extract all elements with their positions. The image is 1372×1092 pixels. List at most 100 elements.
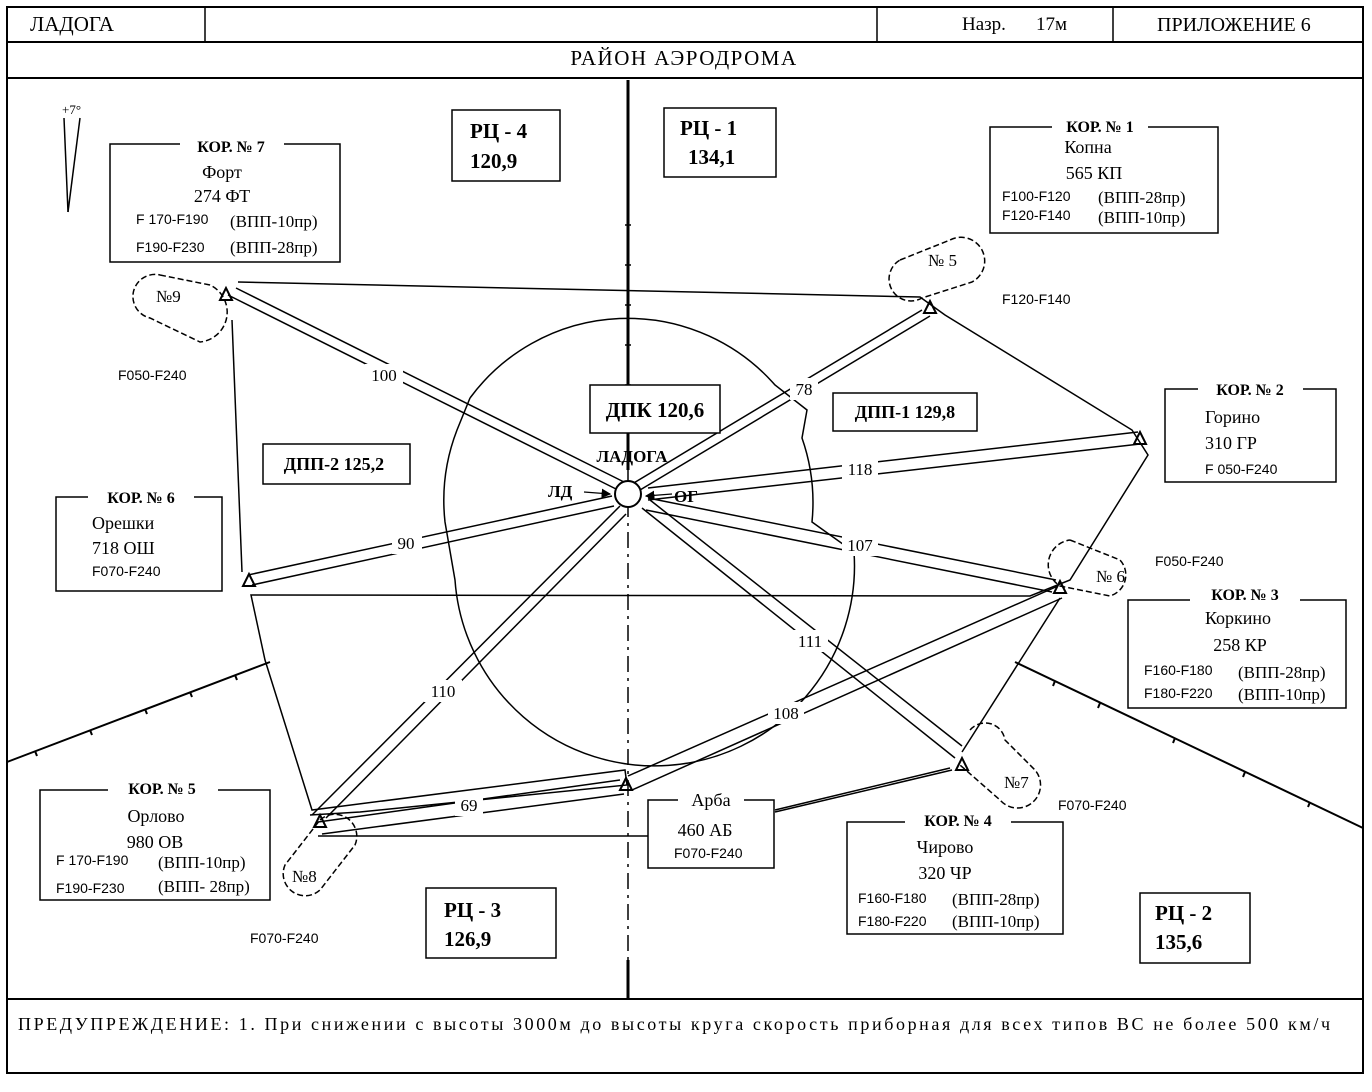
- waypoint-kor5: [312, 812, 328, 828]
- header-naz-label: Назр.: [962, 14, 1006, 35]
- warning-text: ПРЕДУПРЕЖДЕНИЕ: 1. При снижении с высоты…: [18, 1014, 1330, 1034]
- hold-9: [132, 273, 228, 343]
- svg-text:ДПП-1 129,8: ДПП-1 129,8: [855, 402, 955, 422]
- kor1-box: КОР. № 1 Копна 565 КП F100-F120 (ВПП-28п…: [989, 116, 1219, 234]
- track-69: 69: [461, 796, 478, 815]
- kor2-box: КОР. № 2 Горино 310 ГР F 050-F240: [1164, 379, 1337, 483]
- svg-text:(ВПП-28пр): (ВПП-28пр): [1238, 663, 1325, 682]
- kor3-box: КОР. № 3 Коркино 258 КР F160-F180 (ВПП-2…: [1127, 586, 1347, 709]
- svg-text:РЦ - 4: РЦ - 4: [470, 119, 528, 143]
- svg-text:F190-F230: F190-F230: [136, 239, 205, 255]
- track-118: 118: [848, 460, 873, 479]
- svg-text:ДПП-2 125,2: ДПП-2 125,2: [284, 454, 384, 474]
- outer-frame: [6, 6, 1364, 1074]
- hold-levels-6: F050-F240: [1155, 553, 1224, 569]
- track-110: 110: [431, 682, 456, 701]
- svg-text:(ВПП-10пр): (ВПП-10пр): [1098, 208, 1185, 227]
- center-ld: ЛД: [548, 482, 573, 501]
- header-appendix: ПРИЛОЖЕНИЕ 6: [1157, 14, 1311, 36]
- hold-label-5: № 5: [928, 251, 957, 270]
- dpp2-box: ДПП-2 125,2: [262, 443, 411, 485]
- svg-text:ДПК 120,6: ДПК 120,6: [606, 398, 705, 422]
- svg-text:Форт: Форт: [202, 162, 242, 182]
- svg-text:КОР. № 6: КОР. № 6: [107, 490, 175, 507]
- hold-levels-9: F050-F240: [118, 367, 187, 383]
- track-107: 107: [847, 536, 873, 555]
- hold-label-9: №9: [156, 287, 181, 306]
- svg-text:(ВПП-10пр): (ВПП-10пр): [158, 853, 245, 872]
- svg-text:980 ОВ: 980 ОВ: [127, 832, 184, 852]
- svg-text:(ВПП-28пр): (ВПП-28пр): [230, 238, 317, 257]
- hold-levels-7: F070-F240: [1058, 797, 1127, 813]
- waypoint-kor2: [1132, 429, 1148, 445]
- svg-text:258 КР: 258 КР: [1213, 635, 1267, 655]
- dpp1-box: ДПП-1 129,8: [832, 392, 978, 432]
- svg-text:460 АБ: 460 АБ: [678, 820, 733, 840]
- variation-label: +7°: [62, 102, 81, 117]
- svg-text:РЦ - 3: РЦ - 3: [444, 898, 501, 922]
- track-labels: 100 78 118 90 107 110 111 108 69: [365, 364, 878, 816]
- svg-text:КОР. № 7: КОР. № 7: [197, 139, 265, 156]
- waypoint-kor1: [922, 298, 938, 314]
- og-arrow: [644, 490, 673, 501]
- svg-text:(ВПП-10пр): (ВПП-10пр): [952, 912, 1039, 931]
- svg-text:F180-F220: F180-F220: [1144, 685, 1213, 701]
- svg-text:274 ФТ: 274 ФТ: [194, 186, 250, 206]
- svg-text:Орешки: Орешки: [92, 513, 155, 533]
- svg-text:КОР. № 3: КОР. № 3: [1211, 587, 1279, 604]
- svg-text:F160-F180: F160-F180: [1144, 662, 1213, 678]
- waypoint-kor4: [954, 755, 970, 771]
- svg-text:Чирово: Чирово: [917, 837, 974, 857]
- boundary-bottom-right: [774, 767, 951, 811]
- kor6-box: КОР. № 6 Орешки 718 ОШ F070-F240: [55, 487, 223, 592]
- svg-text:РЦ - 2: РЦ - 2: [1155, 901, 1212, 925]
- hold-label-8: №8: [292, 867, 317, 886]
- svg-text:(ВПП-28пр): (ВПП-28пр): [1098, 188, 1185, 207]
- hold-label-6: № 6: [1096, 567, 1125, 586]
- svg-text:КОР. № 5: КОР. № 5: [128, 781, 196, 798]
- svg-text:(ВПП-10пр): (ВПП-10пр): [1238, 685, 1325, 704]
- dpk-box: ДПК 120,6: [589, 384, 721, 434]
- svg-text:F 050-F240: F 050-F240: [1205, 461, 1278, 477]
- hold-levels-5: F120-F140: [1002, 291, 1071, 307]
- arba-box: Арба 460 АБ F070-F240: [647, 788, 775, 869]
- svg-text:320 ЧР: 320 ЧР: [918, 863, 971, 883]
- arrival-area-boundary: [237, 281, 1149, 816]
- svg-text:F120-F140: F120-F140: [1002, 207, 1071, 223]
- svg-text:134,1: 134,1: [688, 145, 735, 169]
- svg-text:126,9: 126,9: [444, 927, 491, 951]
- svg-text:РЦ - 1: РЦ - 1: [680, 116, 737, 140]
- waypoint-arba: [618, 775, 634, 791]
- page-title: РАЙОН АЭРОДРОМА: [570, 46, 797, 70]
- svg-text:310 ГР: 310 ГР: [1205, 433, 1257, 453]
- svg-text:F 170-F190: F 170-F190: [56, 852, 129, 868]
- center-og: ОГ: [674, 487, 698, 506]
- svg-text:Копна: Копна: [1064, 137, 1111, 157]
- hold-5: [888, 236, 986, 302]
- sector-box-rc4: РЦ - 4 120,9: [451, 109, 561, 182]
- svg-text:(ВПП-28пр): (ВПП-28пр): [952, 890, 1039, 909]
- svg-text:565 КП: 565 КП: [1066, 163, 1123, 183]
- track-111: 111: [798, 632, 822, 651]
- tracks: [227, 287, 1141, 837]
- svg-text:F180-F220: F180-F220: [858, 913, 927, 929]
- hold-label-7: №7: [1004, 773, 1029, 792]
- hold-7: [959, 722, 1042, 809]
- svg-text:(ВПП-10пр): (ВПП-10пр): [230, 212, 317, 231]
- svg-text:Горино: Горино: [1205, 407, 1260, 427]
- ctr-zone-outline: [443, 317, 856, 767]
- header-naz-value: 17м: [1036, 14, 1067, 35]
- boundary-left-side: [231, 319, 243, 573]
- track-90: 90: [398, 534, 415, 553]
- center-name: ЛАДОГА: [596, 447, 668, 466]
- sector-box-rc2: РЦ - 2 135,6: [1139, 892, 1251, 964]
- hold-8: [282, 813, 358, 897]
- waypoint-kor7: [218, 285, 234, 301]
- hold-6: [1047, 539, 1127, 597]
- svg-text:КОР. № 4: КОР. № 4: [924, 813, 992, 830]
- svg-text:F190-F230: F190-F230: [56, 880, 125, 896]
- svg-text:135,6: 135,6: [1155, 930, 1202, 954]
- svg-text:КОР. № 1: КОР. № 1: [1066, 119, 1134, 136]
- waypoint-triangles: [218, 285, 1148, 828]
